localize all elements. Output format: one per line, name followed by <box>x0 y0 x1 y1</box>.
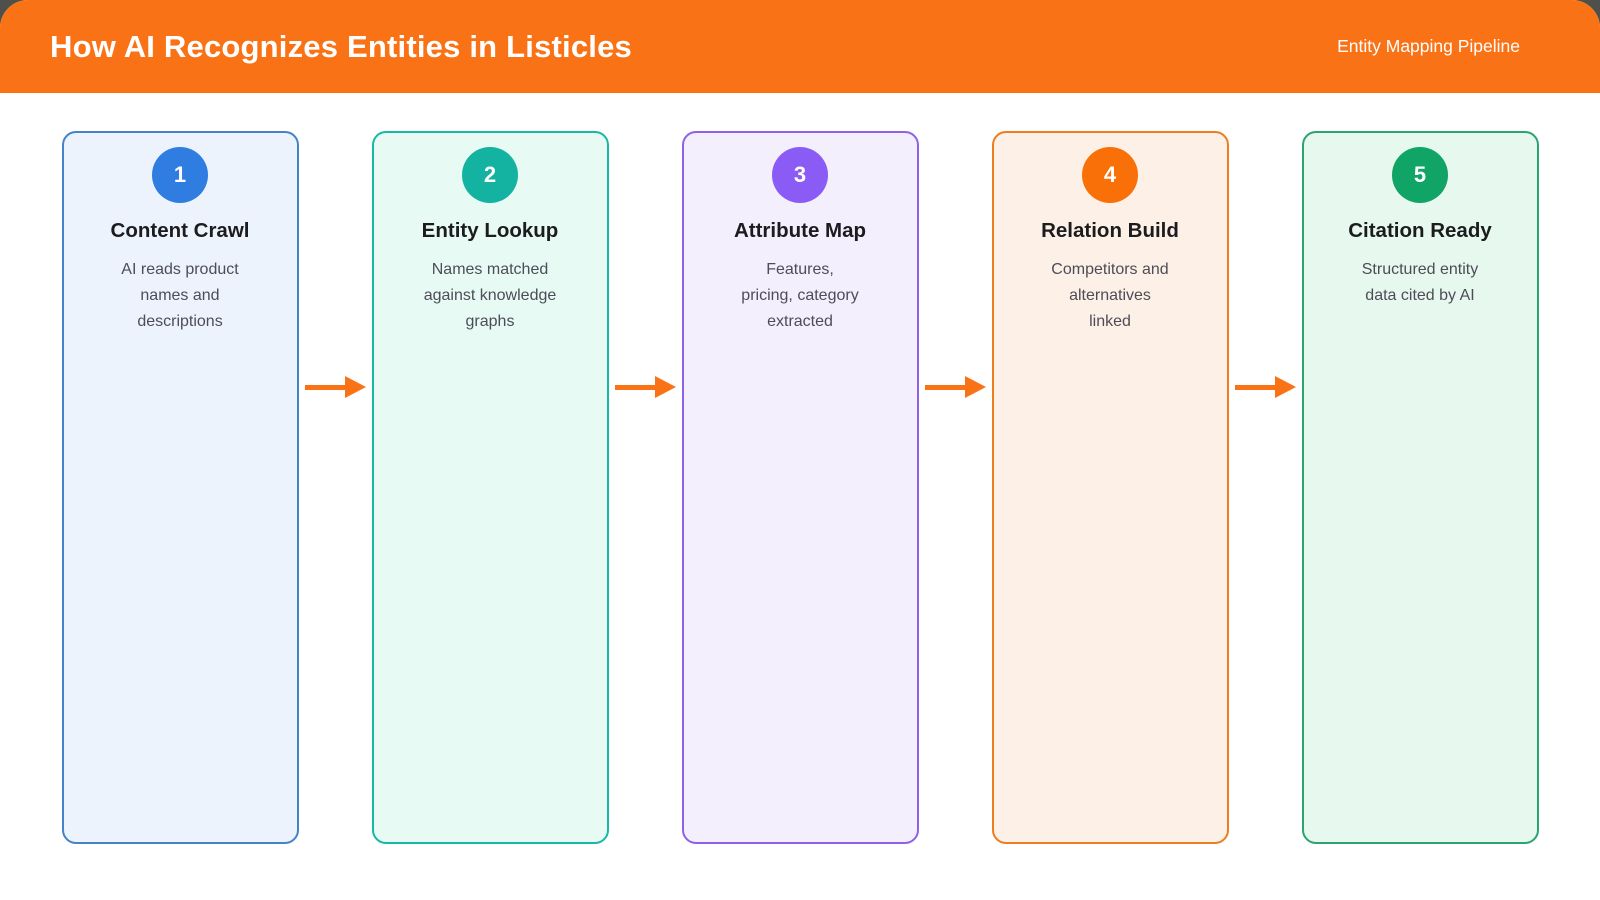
page-subtitle: Entity Mapping Pipeline <box>1337 36 1520 56</box>
step-description: AI reads product names and descriptions <box>121 261 239 330</box>
step-title: Content Crawl <box>110 219 250 242</box>
step-title: Entity Lookup <box>421 219 559 242</box>
step-number-badge: 3 <box>772 147 828 203</box>
arrow-shaft <box>304 384 345 390</box>
arrow-head <box>964 376 986 398</box>
flow-arrow-icon <box>304 376 366 398</box>
step-card-relation-build: 4 Relation Build Competitors and alterna… <box>991 131 1229 844</box>
step-title: Relation Build <box>1041 219 1179 242</box>
arrow-cell <box>919 131 992 398</box>
arrow-shaft <box>614 384 655 390</box>
arrow-cell <box>299 131 372 398</box>
step-card-content-crawl: 1 Content Crawl AI reads product names a… <box>61 131 299 844</box>
step-number-badge: 1 <box>152 147 208 203</box>
pipeline-flow: 1 Content Crawl AI reads product names a… <box>0 93 1600 844</box>
step-card-entity-lookup: 2 Entity Lookup Names matched against kn… <box>371 131 609 844</box>
step-number-badge: 4 <box>1082 147 1138 203</box>
flow-arrow-icon <box>924 376 986 398</box>
arrow-head <box>654 376 676 398</box>
header-banner: How AI Recognizes Entities in Listicles … <box>0 0 1600 93</box>
arrow-shaft <box>1234 384 1275 390</box>
step-title: Attribute Map <box>733 219 867 242</box>
step-number-badge: 2 <box>462 147 518 203</box>
step-title: Citation Ready <box>1348 219 1492 242</box>
page-title: How AI Recognizes Entities in Listicles <box>50 28 632 64</box>
arrow-head <box>1274 376 1296 398</box>
step-card-attribute-map: 3 Attribute Map Features, pricing, categ… <box>681 131 919 844</box>
flow-arrow-icon <box>1234 376 1296 398</box>
step-description: Names matched against knowledge graphs <box>423 261 557 330</box>
step-description: Features, pricing, category extracted <box>741 261 859 330</box>
step-number-badge: 5 <box>1392 147 1448 203</box>
arrow-shaft <box>924 384 965 390</box>
arrow-head <box>344 376 366 398</box>
flow-arrow-icon <box>614 376 676 398</box>
step-card-citation-ready: 5 Citation Ready Structured entity data … <box>1301 131 1539 844</box>
step-description: Competitors and alternatives linked <box>1051 261 1169 330</box>
arrow-cell <box>1229 131 1302 398</box>
arrow-cell <box>609 131 682 398</box>
step-description: Structured entity data cited by AI <box>1361 261 1479 304</box>
